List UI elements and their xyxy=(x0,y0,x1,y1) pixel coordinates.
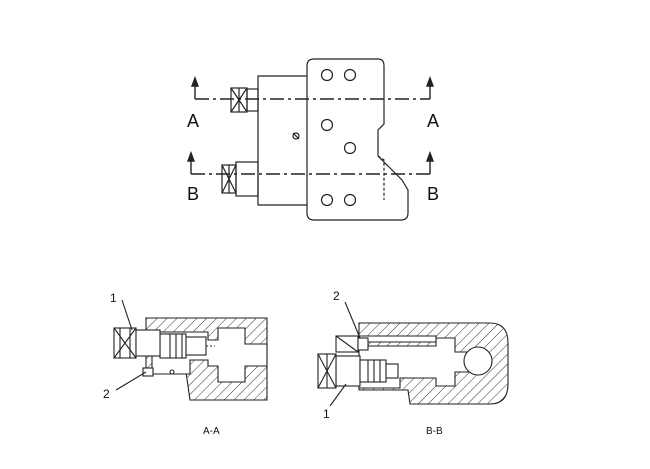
mounting-hole xyxy=(343,141,357,155)
body-step xyxy=(377,155,385,200)
plug-screw xyxy=(292,132,300,140)
top-view xyxy=(186,58,435,221)
mounting-hole xyxy=(343,193,357,207)
aa-callout-2: 2 xyxy=(103,387,110,401)
bb-callout-2: 2 xyxy=(333,289,340,303)
mounting-hole xyxy=(320,68,334,82)
bb-cartridge-body xyxy=(335,355,361,387)
section-aa-view xyxy=(113,299,268,401)
section-line-a xyxy=(190,76,435,100)
section-label-b-right: B xyxy=(427,184,439,204)
section-label-a-right: A xyxy=(427,111,439,131)
section-label-b-left: B xyxy=(187,184,199,204)
lower-cartridge-stem xyxy=(235,161,259,197)
bb-port xyxy=(463,346,493,376)
valve-body-outline xyxy=(257,58,409,221)
aa-seal xyxy=(142,367,154,377)
aa-leader-2 xyxy=(115,371,147,391)
aa-callout-1: 1 xyxy=(110,291,117,305)
caption-section-aa: A-A xyxy=(203,426,220,437)
bb-leader-2 xyxy=(344,301,361,339)
bb-leader-1 xyxy=(329,383,347,407)
bb-callout-1: 1 xyxy=(323,407,330,421)
section-line-b xyxy=(186,151,435,175)
upper-cartridge-stem xyxy=(246,88,259,112)
mounting-hole xyxy=(320,118,334,132)
section-label-a-left: A xyxy=(187,111,199,131)
section-bb-view xyxy=(317,301,509,407)
aa-leader-1 xyxy=(121,299,133,331)
mounting-hole xyxy=(343,68,357,82)
mounting-hole xyxy=(320,193,334,207)
bb-passage xyxy=(358,335,437,343)
caption-section-bb: B-B xyxy=(426,426,443,437)
